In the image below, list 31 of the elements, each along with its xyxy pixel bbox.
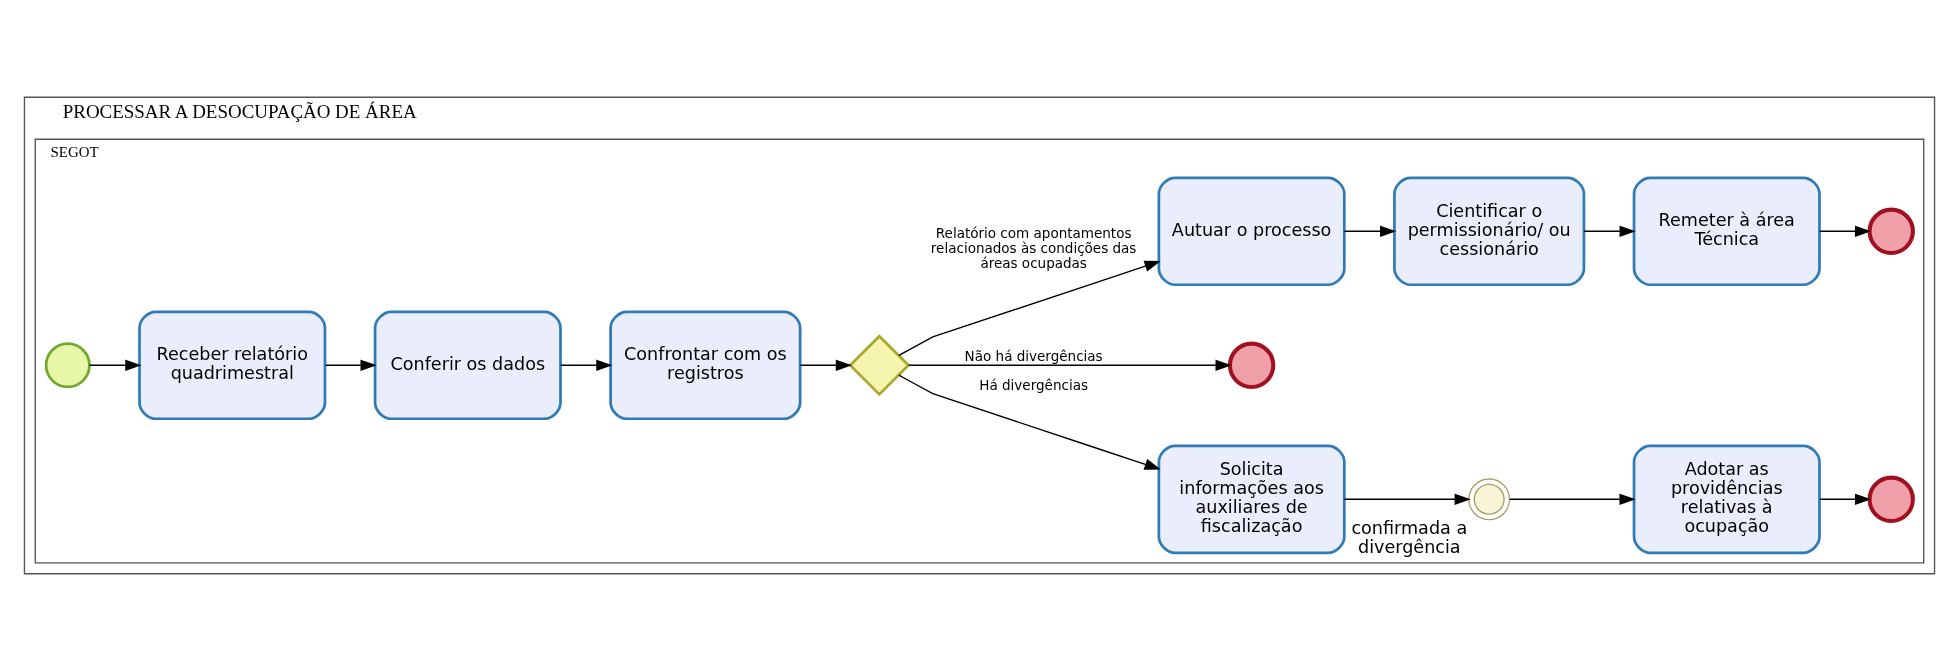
node-box: Conferir os dados — [373, 309, 562, 420]
node-box: Confrontar com os registros — [609, 309, 802, 420]
arrow — [898, 374, 1161, 470]
node-circle — [1867, 475, 1915, 523]
arrow — [898, 260, 1161, 356]
arrow — [324, 359, 377, 371]
arrow — [1509, 493, 1636, 505]
arrow — [1819, 493, 1872, 505]
node-circle — [1867, 207, 1915, 255]
node-box: Cientificar o permissionário/ ou cessionário — [1393, 175, 1586, 286]
node-box: Autuar o processo — [1157, 175, 1346, 286]
edge-label: Relatório com apontamentos relacionados às condições das áreas ocupadas — [930, 224, 1137, 271]
node-circle — [44, 341, 91, 388]
arrow — [907, 359, 1232, 371]
arrow — [1343, 225, 1397, 237]
arrow — [559, 359, 613, 371]
edge-label: Há divergências — [979, 376, 1088, 393]
node-diamond — [848, 333, 911, 396]
node-box: Remeter à área Técnica — [1632, 175, 1821, 286]
arrow — [799, 359, 853, 371]
node-box: Adotar as providências relativas à ocupação — [1632, 443, 1821, 554]
arrow — [1583, 225, 1636, 237]
arrow — [1343, 493, 1471, 505]
node-circle — [1468, 477, 1511, 520]
arrow — [88, 359, 142, 371]
arrow — [1819, 225, 1872, 237]
node-circle — [1227, 341, 1276, 389]
node-label: confirmada a divergência — [1351, 517, 1468, 557]
node-box: Receber relatório quadrimestral — [138, 309, 327, 420]
edge-label: Não há divergências — [964, 347, 1103, 364]
node-box: Solicita informações aos auxiliares de fiscalização — [1157, 443, 1346, 554]
